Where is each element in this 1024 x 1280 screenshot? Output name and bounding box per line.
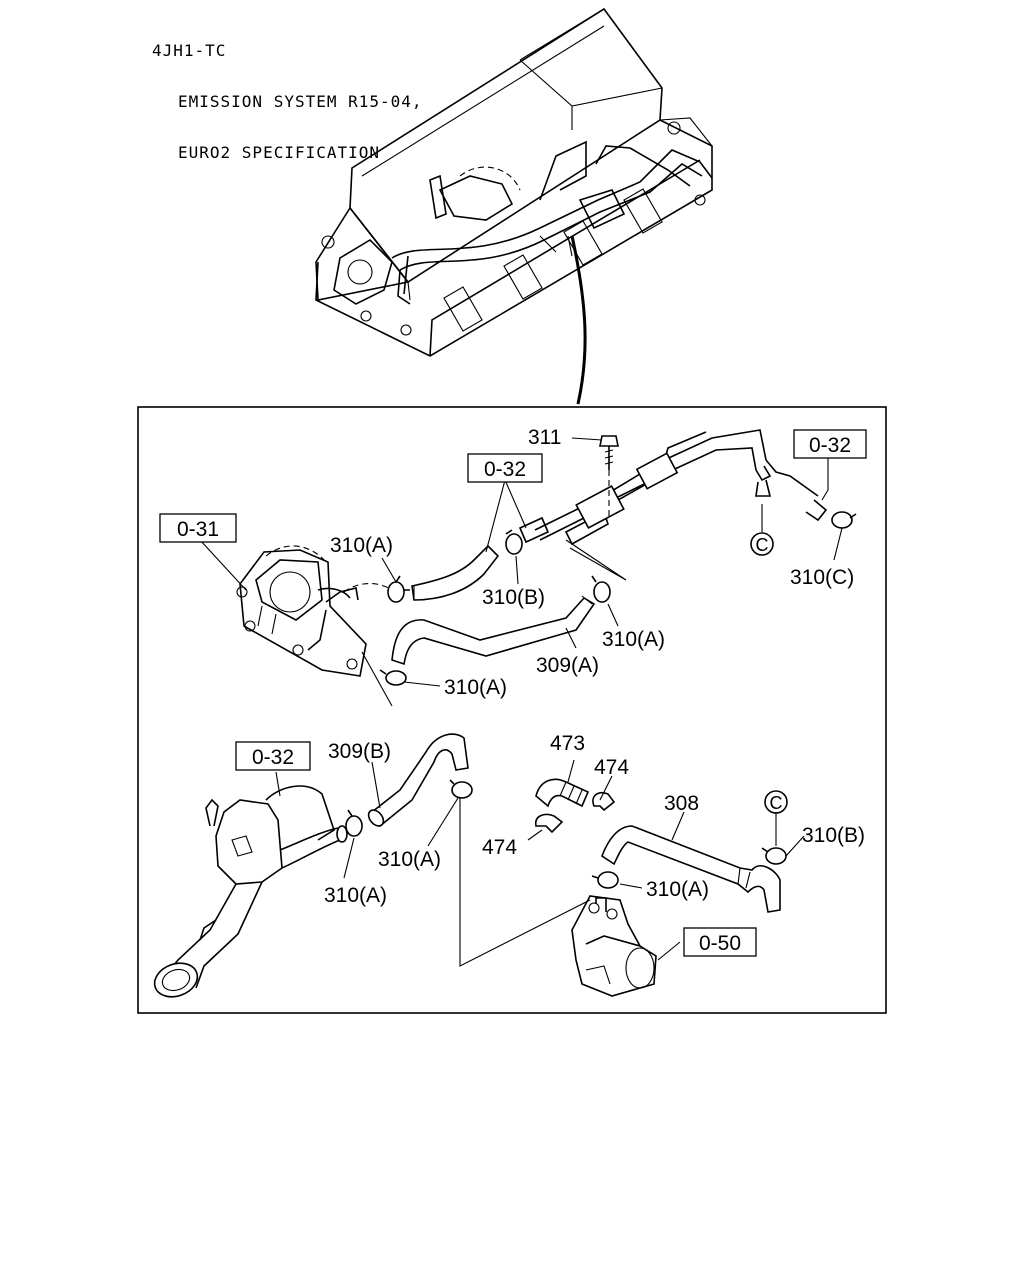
callout-309a: 309(A) xyxy=(536,654,599,677)
callout-308: 308 xyxy=(664,792,699,815)
clip-474-lower xyxy=(534,813,564,834)
callout-310a-valve: 310(A) xyxy=(330,534,393,557)
callout-310b-upper: 310(B) xyxy=(482,586,545,609)
detail-frame xyxy=(137,406,887,1014)
leader-lines xyxy=(199,437,843,967)
connector-c-upper-label: C xyxy=(756,535,769,555)
connector-c-lower: C xyxy=(764,790,788,814)
spec-title: EURO2 SPECIFICATION xyxy=(178,143,381,162)
callout-310c: 310(C) xyxy=(790,566,854,589)
clamps-lower xyxy=(345,779,787,889)
system-title: EMISSION SYSTEM R15-04, xyxy=(178,92,423,111)
ref-0-31-label: 0-31 xyxy=(177,518,219,541)
clip-474-upper xyxy=(592,791,616,812)
ref-box-0-50: 0-50 xyxy=(683,927,757,957)
ref-box-0-32-lower: 0-32 xyxy=(235,741,311,771)
ref-box-0-32-right: 0-32 xyxy=(793,429,867,459)
connector-c-upper: C xyxy=(750,532,774,556)
callout-310a-outlet: 310(A) xyxy=(324,884,387,907)
callout-311: 311 xyxy=(528,426,561,449)
callout-310b-lower: 310(B) xyxy=(802,824,865,847)
water-outlet-pipe xyxy=(153,785,348,998)
callout-474-lower: 474 xyxy=(482,836,517,859)
diagram-header: 4JH1-TC EMISSION SYSTEM R15-04, EURO2 SP… xyxy=(152,8,423,178)
callout-310a-hose-end: 310(A) xyxy=(602,628,665,651)
ref-box-0-32-upper: 0-32 xyxy=(467,453,543,483)
callout-309b: 309(B) xyxy=(328,740,391,763)
engine-model: 4JH1-TC xyxy=(152,41,227,60)
clamps-upper xyxy=(379,511,857,686)
hose-309a xyxy=(391,595,596,666)
callout-310a-309b: 310(A) xyxy=(378,848,441,871)
callout-473: 473 xyxy=(550,732,585,755)
connector-c-lower-label: C xyxy=(770,793,783,813)
ref-box-0-31: 0-31 xyxy=(159,513,237,543)
ref-0-50-label: 0-50 xyxy=(699,932,741,955)
callout-474-upper: 474 xyxy=(594,756,629,779)
hose-308 xyxy=(601,825,781,913)
hose-309b xyxy=(367,733,469,828)
egr-valve xyxy=(236,545,367,677)
hose-upper xyxy=(343,544,500,601)
egr-cooler xyxy=(571,895,657,997)
callout-310a-hose-start: 310(A) xyxy=(444,676,507,699)
ref-0-32-lower-label: 0-32 xyxy=(252,746,294,769)
callout-310a-cooler: 310(A) xyxy=(646,878,709,901)
ref-0-32-right-label: 0-32 xyxy=(809,434,851,457)
hose-473 xyxy=(535,778,590,808)
engine-overview-illustration xyxy=(315,7,713,405)
bolt-311 xyxy=(599,435,619,520)
ref-0-32-upper-label: 0-32 xyxy=(484,458,526,481)
egr-pipe-assembly xyxy=(518,429,828,546)
